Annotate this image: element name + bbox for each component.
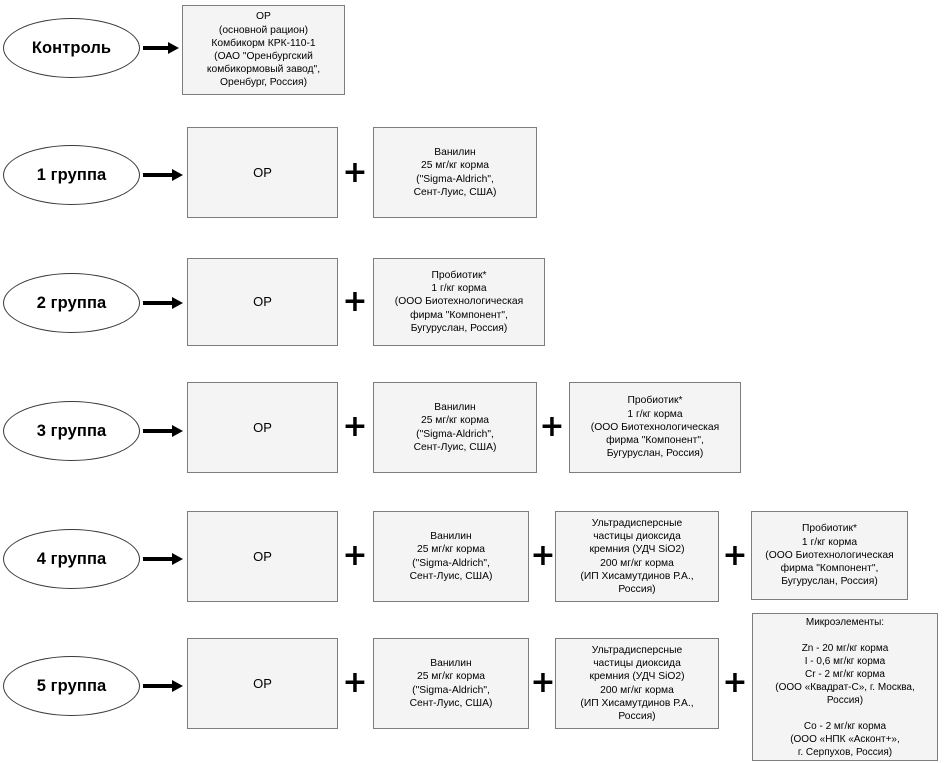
box-basal-diet: ОР — [187, 258, 338, 346]
group-label: 4 группа — [36, 549, 107, 568]
arrow-icon — [143, 553, 183, 565]
group-ellipse-group-2: 2 группа — [3, 273, 140, 333]
box-vanillin: Ванилин 25 мг/кг корма ("Sigma-Aldrich",… — [373, 511, 529, 602]
box-microelements: Микроэлементы: Zn - 20 мг/кг корма I - 0… — [752, 613, 938, 761]
arrow-shaft — [143, 173, 173, 177]
box-text: Пробиотик* 1 г/кг корма (ООО Биотехнолог… — [765, 523, 894, 588]
box-text: Пробиотик* 1 г/кг корма (ООО Биотехнолог… — [394, 269, 524, 334]
arrow-shaft — [143, 301, 173, 305]
group-label: 1 группа — [36, 165, 107, 184]
plus-icon: + — [530, 538, 556, 573]
box-basal-diet: ОР — [187, 638, 338, 729]
box-text: ОР (основной рацион) Комбикорм КРК-110-1… — [206, 11, 321, 89]
group-ellipse-group-4: 4 группа — [3, 529, 140, 589]
group-label: Контроль — [31, 38, 112, 57]
plus-icon: + — [342, 665, 368, 700]
plus-icon: + — [342, 284, 368, 319]
box-basal-diet: ОР — [187, 511, 338, 602]
plus-icon: + — [530, 665, 556, 700]
box-silica-nanoparticles: Ультрадисперсные частицы диоксида кремни… — [555, 511, 719, 602]
box-basal-diet: ОР — [187, 382, 338, 473]
arrow-head — [172, 680, 183, 692]
box-text: ОР — [253, 164, 272, 180]
box-basal-diet: ОР — [187, 127, 338, 218]
box-probiotic: Пробиотик* 1 г/кг корма (ООО Биотехнолог… — [373, 258, 545, 346]
arrow-icon — [143, 169, 183, 181]
box-text: ОР — [253, 419, 272, 435]
group-ellipse-group-5: 5 группа — [3, 656, 140, 716]
arrow-head — [172, 169, 183, 181]
box-basal-diet-detail: ОР (основной рацион) Комбикорм КРК-110-1… — [182, 5, 345, 95]
box-text: Пробиотик* 1 г/кг корма (ООО Биотехнолог… — [590, 395, 720, 460]
arrow-head — [172, 553, 183, 565]
box-text: ОР — [253, 675, 272, 691]
group-label: 3 группа — [36, 421, 107, 440]
plus-icon: + — [342, 155, 368, 190]
arrow-icon — [143, 680, 183, 692]
arrow-head — [172, 297, 183, 309]
arrow-shaft — [143, 684, 173, 688]
arrow-shaft — [143, 557, 173, 561]
arrow-shaft — [143, 429, 173, 433]
group-ellipse-control: Контроль — [3, 18, 140, 78]
arrow-shaft — [143, 46, 169, 50]
box-text: Ультрадисперсные частицы диоксида кремни… — [580, 517, 694, 595]
plus-icon: + — [342, 409, 368, 444]
box-probiotic: Пробиотик* 1 г/кг корма (ООО Биотехнолог… — [569, 382, 741, 473]
box-text: Ванилин 25 мг/кг корма ("Sigma-Aldrich",… — [409, 658, 493, 709]
group-ellipse-group-1: 1 группа — [3, 145, 140, 205]
plus-icon: + — [722, 538, 748, 573]
plus-icon: + — [722, 665, 748, 700]
arrow-icon — [143, 297, 183, 309]
box-text: Микроэлементы: Zn - 20 мг/кг корма I - 0… — [775, 616, 915, 758]
box-text: Ванилин 25 мг/кг корма ("Sigma-Aldrich",… — [409, 531, 493, 582]
arrow-icon — [143, 42, 179, 54]
box-text: Ванилин 25 мг/кг корма ("Sigma-Aldrich",… — [413, 147, 497, 198]
arrow-head — [172, 425, 183, 437]
group-label: 2 группа — [36, 293, 107, 312]
box-vanillin: Ванилин 25 мг/кг корма ("Sigma-Aldrich",… — [373, 638, 529, 729]
box-silica-nanoparticles: Ультрадисперсные частицы диоксида кремни… — [555, 638, 719, 729]
box-vanillin: Ванилин 25 мг/кг корма ("Sigma-Aldrich",… — [373, 127, 537, 218]
plus-icon: + — [342, 538, 368, 573]
box-text: ОР — [253, 294, 272, 309]
box-text: ОР — [253, 548, 272, 564]
arrow-icon — [143, 425, 183, 437]
box-vanillin: Ванилин 25 мг/кг корма ("Sigma-Aldrich",… — [373, 382, 537, 473]
group-label: 5 группа — [36, 676, 107, 695]
box-text: Ультрадисперсные частицы диоксида кремни… — [580, 644, 694, 722]
plus-icon: + — [539, 409, 565, 444]
arrow-head — [168, 42, 179, 54]
box-text: Ванилин 25 мг/кг корма ("Sigma-Aldrich",… — [413, 402, 497, 453]
group-ellipse-group-3: 3 группа — [3, 401, 140, 461]
box-probiotic: Пробиотик* 1 г/кг корма (ООО Биотехнолог… — [751, 511, 908, 600]
